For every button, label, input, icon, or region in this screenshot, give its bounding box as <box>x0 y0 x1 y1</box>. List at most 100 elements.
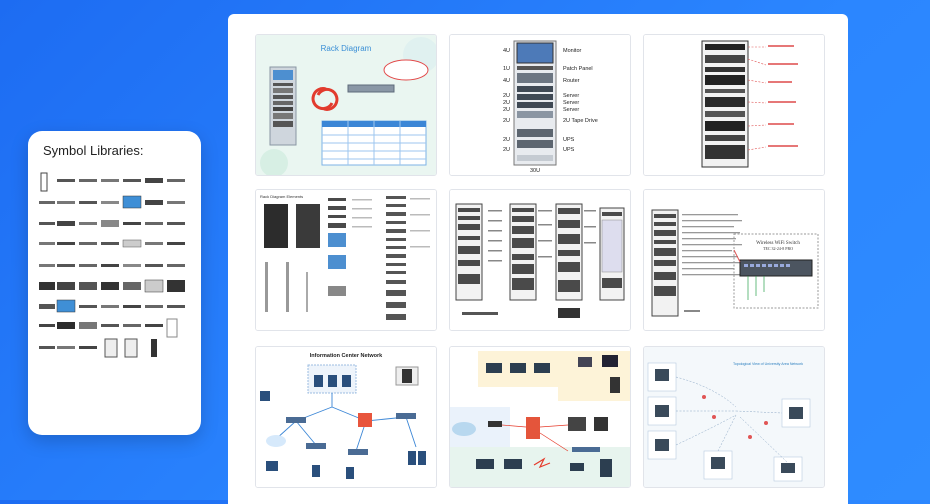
server-1u-icon[interactable] <box>39 324 55 327</box>
server-1u-icon[interactable] <box>57 179 75 182</box>
component-label: Router <box>563 78 580 84</box>
server-1u-icon[interactable] <box>167 242 185 245</box>
unit-label: 4U <box>503 48 510 54</box>
template-card-rack-units[interactable]: 4U Monitor 1U Patch Panel 4U Router 2U S… <box>449 34 631 176</box>
server-2u-icon[interactable] <box>145 178 163 183</box>
rack-elements-title: Rack Diagram Elements <box>260 194 303 199</box>
wireless-switch-callout-title: Wireless WiFi Switch <box>756 241 800 246</box>
wireless-switch-callout-sub: TEC 32-24-8 PRO <box>763 246 793 251</box>
server-1u-icon[interactable] <box>101 264 119 267</box>
rack-total-label: 30U <box>530 168 540 174</box>
server-1u-icon[interactable] <box>39 264 55 267</box>
server-1u-icon[interactable] <box>123 264 141 267</box>
monitor-icon[interactable] <box>56 299 76 313</box>
server-2u-icon[interactable] <box>39 282 55 290</box>
server-1u-icon[interactable] <box>167 179 185 182</box>
server-2u-icon[interactable] <box>144 279 164 293</box>
unit-label: 2U <box>503 137 510 143</box>
server-1u-icon[interactable] <box>145 264 163 267</box>
tower-server-icon[interactable] <box>151 339 157 357</box>
server-1u-icon[interactable] <box>145 324 163 327</box>
university-network-thumbnail: Topological View of University Area Netw… <box>644 347 824 487</box>
server-1u-icon[interactable] <box>101 179 119 182</box>
component-label: Server <box>563 93 579 99</box>
server-1u-icon[interactable] <box>101 305 119 308</box>
server-1u-icon[interactable] <box>167 201 185 204</box>
template-card-cloud-network[interactable] <box>449 346 631 488</box>
server-1u-icon[interactable] <box>123 305 141 308</box>
server-2u-icon[interactable] <box>79 322 97 329</box>
server-1u-icon[interactable] <box>79 201 97 204</box>
multi-rack-thumbnail <box>450 190 630 330</box>
server-1u-icon[interactable] <box>79 346 97 349</box>
tower-server-icon[interactable] <box>124 338 138 358</box>
rack-symbol-icon[interactable] <box>40 172 48 192</box>
server-2u-icon[interactable] <box>123 282 141 290</box>
server-1u-icon[interactable] <box>101 201 119 204</box>
rack-elements-thumbnail: Rack Diagram Elements <box>256 190 436 330</box>
server-1u-icon[interactable] <box>167 222 185 225</box>
server-2u-icon[interactable] <box>122 239 142 248</box>
symbol-grid <box>37 171 189 361</box>
server-2u-icon[interactable] <box>101 220 119 227</box>
server-1u-icon[interactable] <box>79 305 97 308</box>
server-1u-icon[interactable] <box>57 201 75 204</box>
server-2u-icon[interactable] <box>57 221 75 226</box>
template-card-info-center[interactable]: Information Center Network <box>255 346 437 488</box>
template-card-multi-rack[interactable] <box>449 189 631 331</box>
server-1u-icon[interactable] <box>101 242 119 245</box>
server-1u-icon[interactable] <box>145 222 163 225</box>
template-card-rack-diagram[interactable]: Rack Diagram <box>255 34 437 176</box>
template-card-wireless-switch[interactable]: Wireless WiFi Switch TEC 32-24-8 PRO <box>643 189 825 331</box>
component-label: UPS <box>563 137 575 143</box>
component-label: UPS <box>563 147 575 153</box>
server-1u-icon[interactable] <box>39 242 55 245</box>
template-card-university-network[interactable]: Topological View of University Area Netw… <box>643 346 825 488</box>
rack-frame-icon[interactable] <box>166 318 178 338</box>
server-1u-icon[interactable] <box>145 305 163 308</box>
university-network-title: Topological View of University Area Netw… <box>733 362 803 366</box>
server-2u-icon[interactable] <box>101 282 119 290</box>
server-1u-icon[interactable] <box>123 179 141 182</box>
info-center-thumbnail: Information Center Network <box>256 347 436 487</box>
cloud-network-thumbnail <box>450 347 630 487</box>
server-1u-icon[interactable] <box>39 346 55 349</box>
rack-diagram-title: Rack Diagram <box>321 44 372 53</box>
server-2u-icon[interactable] <box>57 322 75 329</box>
symbol-libraries-panel: Symbol Libraries: <box>28 131 201 435</box>
server-1u-icon[interactable] <box>39 201 55 204</box>
rack-units-thumbnail: 4U Monitor 1U Patch Panel 4U Router 2U S… <box>450 35 630 175</box>
server-1u-icon[interactable] <box>39 222 55 225</box>
tower-server-icon[interactable] <box>104 338 118 358</box>
server-2u-icon[interactable] <box>39 304 55 309</box>
template-card-rack-elements[interactable]: Rack Diagram Elements <box>255 189 437 331</box>
server-2u-icon[interactable] <box>167 280 185 292</box>
monitor-icon[interactable] <box>122 195 142 209</box>
unit-label: 4U <box>503 78 510 84</box>
template-card-rack-callouts[interactable] <box>643 34 825 176</box>
server-1u-icon[interactable] <box>57 264 75 267</box>
unit-label: 2U <box>503 93 510 99</box>
server-2u-icon[interactable] <box>79 282 97 290</box>
server-1u-icon[interactable] <box>101 324 119 327</box>
server-1u-icon[interactable] <box>57 346 75 349</box>
server-1u-icon[interactable] <box>57 242 75 245</box>
server-1u-icon[interactable] <box>123 222 141 225</box>
server-2u-icon[interactable] <box>57 282 75 290</box>
unit-label: 1U <box>503 66 510 72</box>
server-1u-icon[interactable] <box>145 242 163 245</box>
server-1u-icon[interactable] <box>79 242 97 245</box>
rack-callouts-thumbnail <box>644 35 824 175</box>
unit-label: 2U <box>503 100 510 106</box>
component-label: Patch Panel <box>563 66 593 72</box>
server-1u-icon[interactable] <box>79 264 97 267</box>
server-2u-icon[interactable] <box>145 200 163 205</box>
server-1u-icon[interactable] <box>123 324 141 327</box>
server-1u-icon[interactable] <box>79 222 97 225</box>
server-1u-icon[interactable] <box>167 264 185 267</box>
unit-label: 2U <box>503 118 510 124</box>
component-label: Server <box>563 100 579 106</box>
server-1u-icon[interactable] <box>167 305 185 308</box>
rack-diagram-thumbnail: Rack Diagram <box>256 35 436 175</box>
server-1u-icon[interactable] <box>79 179 97 182</box>
